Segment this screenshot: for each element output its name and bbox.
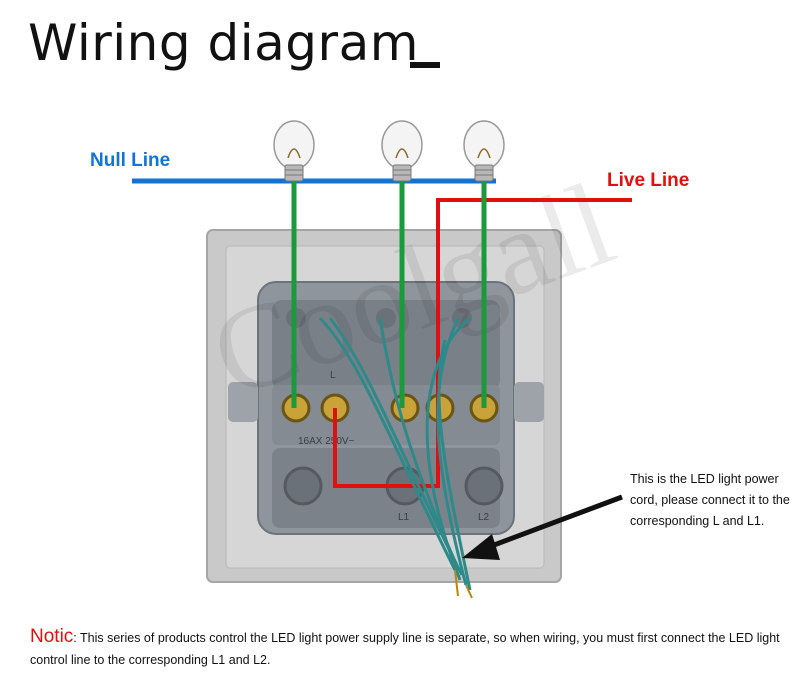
- callout-arrow: [462, 494, 623, 560]
- cord-ends: [454, 569, 473, 599]
- null-line-label: Null Line: [90, 150, 171, 171]
- notice-text: : This series of products control the LE…: [30, 631, 780, 667]
- notice: Notic: This series of products control t…: [30, 626, 790, 671]
- terminal-l-marking: L: [330, 370, 336, 381]
- notice-label: Notic: [30, 626, 74, 647]
- bulb-icon: [273, 120, 315, 182]
- led-power-cord: [318, 316, 472, 591]
- page-title: Wiring diagram: [28, 14, 419, 72]
- title-underscore: [410, 62, 440, 68]
- terminal-l2-marking: L2: [478, 512, 490, 523]
- live-line-label: Live Line: [607, 170, 690, 191]
- bulb-icon: [463, 120, 505, 182]
- rating-marking: 16AX 250V~: [298, 436, 355, 447]
- callout-text: This is the LED light power cord, please…: [630, 472, 790, 528]
- bulb-icon: [381, 120, 423, 182]
- live-line: [333, 198, 632, 488]
- terminal-l1-marking: L1: [398, 512, 410, 523]
